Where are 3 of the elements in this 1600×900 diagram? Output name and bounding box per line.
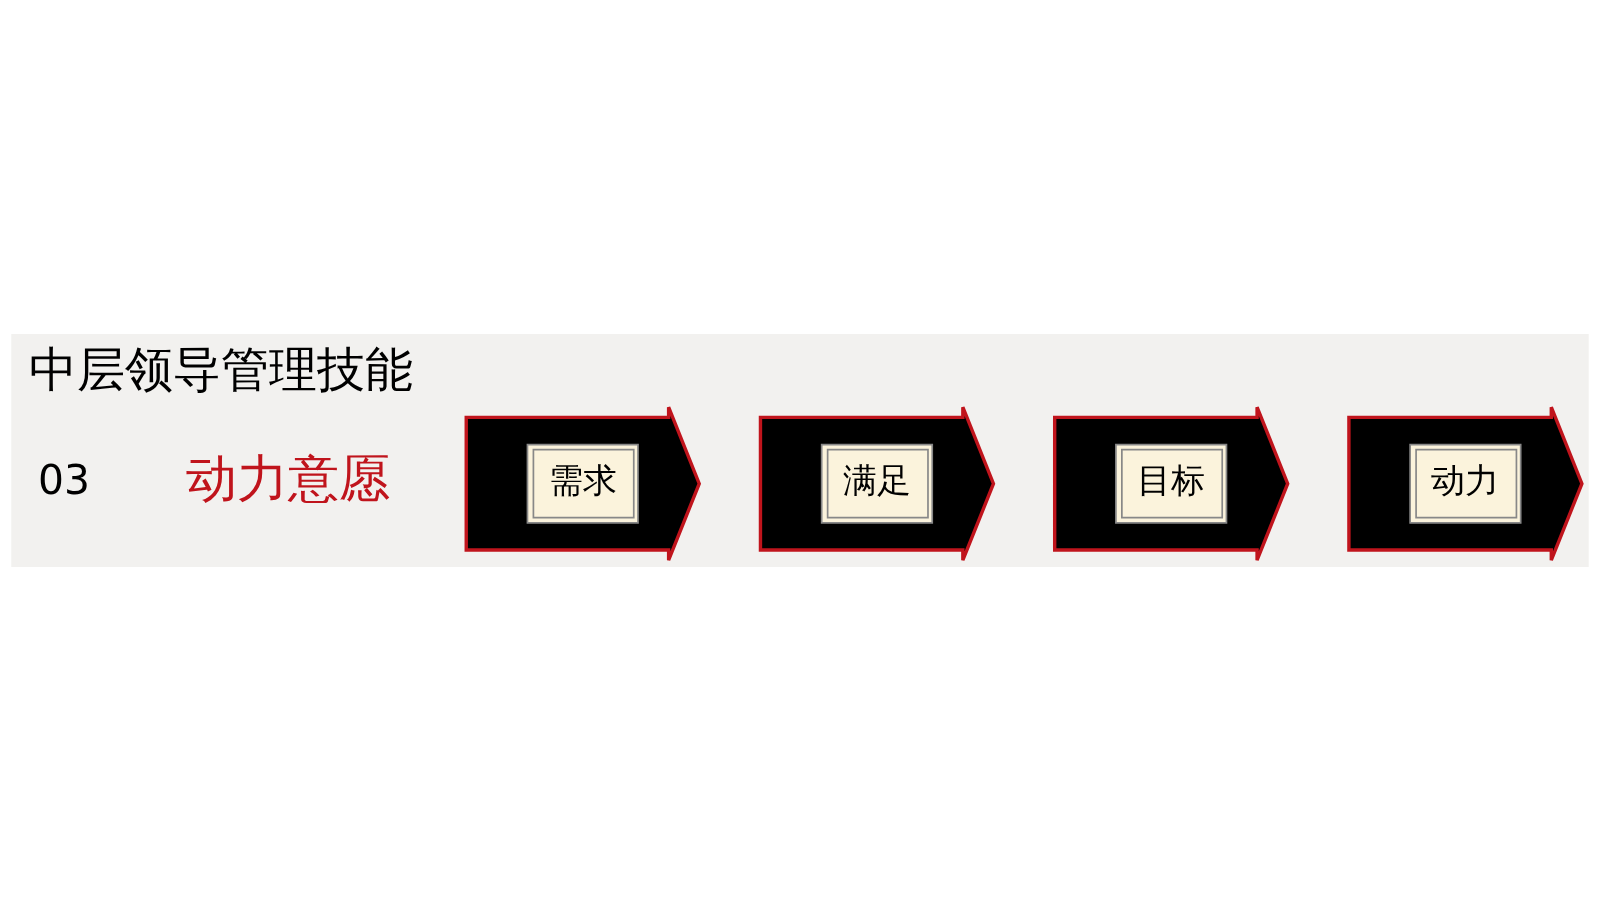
label: 动力意愿	[186, 448, 391, 508]
label: 03	[38, 455, 90, 504]
diagram-title: 中层领导管理技能	[29, 341, 414, 397]
